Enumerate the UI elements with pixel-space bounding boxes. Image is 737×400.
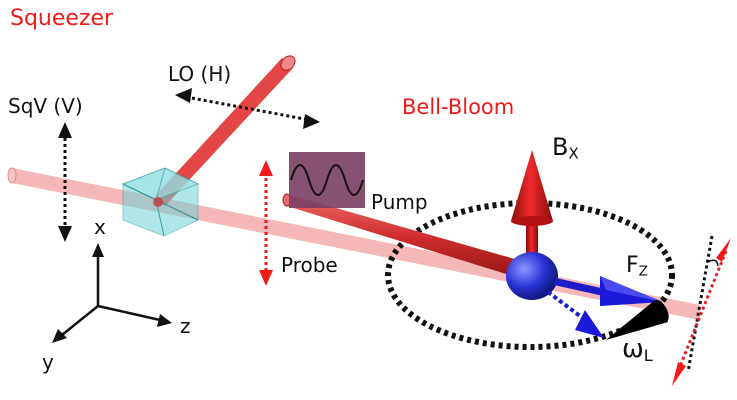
omega-label-base: ω: [622, 334, 644, 364]
axis-y-label: y: [42, 350, 54, 374]
square-pulse-icon: [289, 152, 365, 208]
beam-splitter-cube-icon: [121, 167, 200, 237]
lo-label: LO (H): [168, 62, 232, 86]
pump-label: Pump: [371, 190, 428, 214]
fz-label-sub: Z: [638, 263, 648, 280]
bx-label: BX: [552, 133, 579, 163]
bx-arrow: [511, 150, 553, 264]
bx-label-sub: X: [568, 144, 579, 163]
sqv-label: SqV (V): [8, 94, 83, 118]
lo-beam: [155, 55, 296, 206]
omega-label-sub: L: [643, 346, 653, 366]
omega-label: ωL: [622, 334, 653, 365]
probe-polarization-arrow: [259, 160, 273, 286]
bell-bloom-label: Bell-Bloom: [402, 95, 515, 119]
larmor-cone-icon: [606, 300, 669, 340]
fz-label-base: F: [626, 253, 639, 278]
fz-label: FZ: [626, 253, 648, 279]
atom-sphere-icon: [506, 252, 558, 300]
lo-polarization-arrow: [175, 88, 320, 129]
coordinate-axes: [52, 243, 172, 343]
axis-x-label: x: [94, 215, 106, 239]
projection-arrow: [546, 290, 604, 338]
polarization-arrows-right: [672, 235, 731, 386]
probe-label: Probe: [281, 253, 338, 277]
vapor-cell-ring: [385, 200, 675, 350]
fz-arrow: [554, 276, 663, 306]
axis-z-label: z: [180, 314, 191, 338]
squeezer-label: Squeezer: [10, 6, 114, 31]
sqv-polarization-arrow: [58, 122, 72, 242]
bx-label-base: B: [552, 133, 569, 161]
